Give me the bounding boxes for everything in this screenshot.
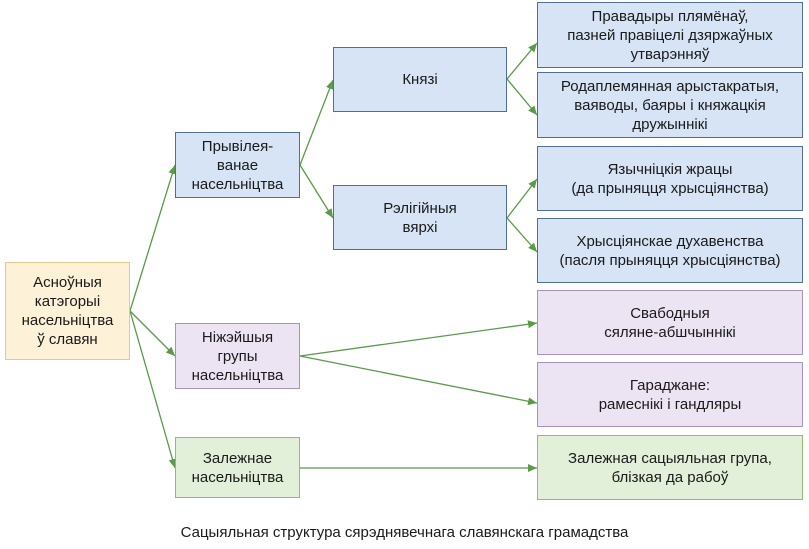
townspeople-node: Гараджане: рамеснікі і гандляры xyxy=(537,362,803,427)
arrow-religious-christian xyxy=(506,217,538,253)
princes-node: Князі xyxy=(333,47,507,112)
arrow-privileged-princes xyxy=(299,79,334,166)
religious-node: Рэлігійныя вярхі xyxy=(333,185,507,250)
arrow-religious-pagan xyxy=(506,178,538,219)
pagan-priests-node: Язычніцкія жрацы (да прыняцця хрысціянст… xyxy=(537,146,803,211)
dependent-node: Залежнае насельніцтва xyxy=(175,437,300,498)
arrow-root-lower xyxy=(129,310,176,357)
tribal-leaders-node: Правадыры плямёнаў, пазней правіцелі дзя… xyxy=(537,2,803,68)
free-peasants-node: Свабодныя сяляне-абшчыннікі xyxy=(537,290,803,355)
root-node: Асноўныя катэгорыі насельніцтва ў славян xyxy=(5,262,130,360)
arrow-root-dependent xyxy=(129,310,177,469)
christian-clergy-node: Хрысціянскае духавенства (пасля прыняцця… xyxy=(537,218,803,283)
privileged-node: Прывілея- ванае насельніцтва xyxy=(175,132,300,198)
arrow-princes-leaders xyxy=(506,42,538,80)
lower-node: Ніжэйшыя групы насельніцтва xyxy=(175,323,300,389)
arrow-princes-aristocracy xyxy=(506,78,538,116)
arrow-root-privileged xyxy=(129,164,177,312)
arrow-lower-townspeople xyxy=(299,355,538,406)
arrow-lower-peasants xyxy=(299,320,538,357)
aristocracy-node: Родаплемянная арыстакратыя, ваяводы, бая… xyxy=(537,72,803,138)
diagram-caption: Сацыяльная структура сярэднявечнага слав… xyxy=(180,524,629,541)
dependent-group-node: Залежная сацыяльная група, блізкая да ра… xyxy=(537,435,803,500)
arrow-privileged-religious xyxy=(299,164,334,219)
